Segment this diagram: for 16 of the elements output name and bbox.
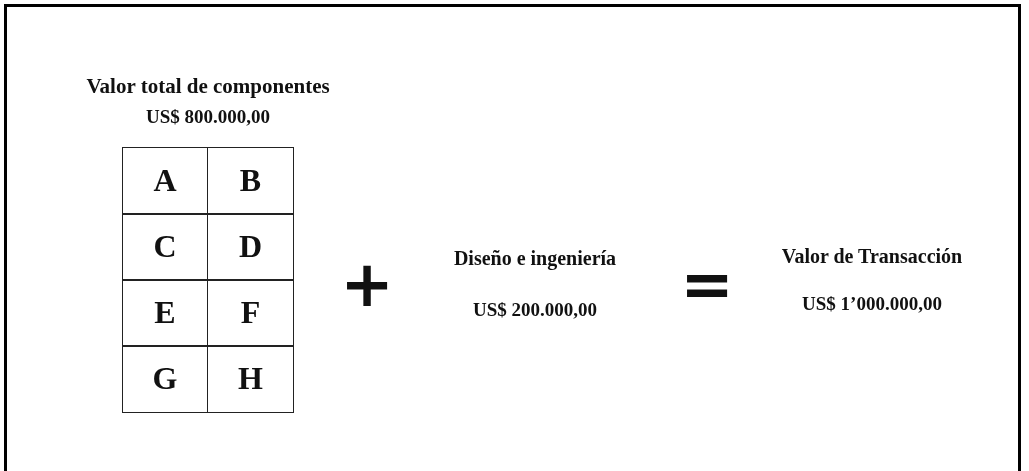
table-cell: E — [122, 279, 208, 347]
amount-text: US$ 200.000,00 — [473, 299, 597, 321]
table-cell: F — [207, 279, 294, 347]
heading-text: Diseño e ingeniería — [453, 246, 617, 270]
table-cell: G — [122, 345, 208, 413]
amount-text: US$ 1’000.000,00 — [802, 293, 942, 315]
plus-sign: + — [340, 247, 394, 321]
heading-text: Valor total de componentes — [86, 73, 330, 99]
table-cell: H — [207, 345, 294, 413]
table-cell: B — [207, 147, 294, 215]
heading-text: Valor de Transacción — [781, 244, 963, 268]
table-cell: C — [122, 213, 208, 281]
table-cell: A — [122, 147, 208, 215]
amount-text: US$ 800.000,00 — [146, 106, 270, 128]
equals-sign: = — [680, 247, 734, 321]
table-cell: D — [207, 213, 294, 281]
